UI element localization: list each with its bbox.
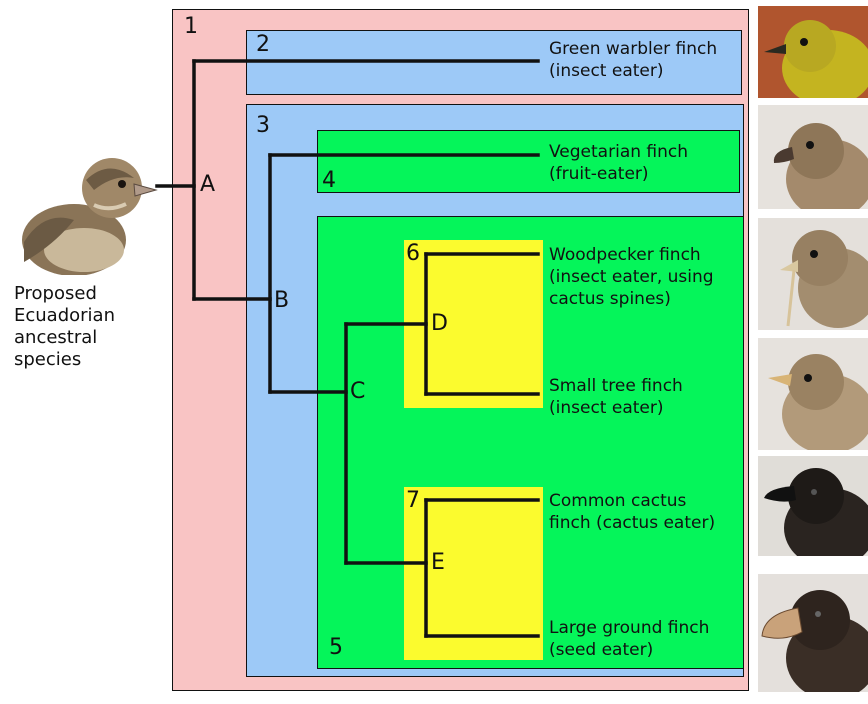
leaf-label-green-warbler: Green warbler finch(insect eater)	[549, 39, 718, 81]
clade-number-1: 1	[184, 14, 198, 39]
ancestor-label: Proposed Ecuadorian ancestral species	[14, 283, 115, 370]
clade-number-3: 3	[256, 113, 270, 138]
clade-number-7: 7	[406, 488, 420, 513]
leaf-label-large-ground: Large ground finch(seed eater)	[549, 618, 710, 660]
node-label-e: E	[431, 550, 445, 575]
vegetarian-finch-photo-icon	[758, 105, 868, 209]
woodpecker-finch-photo-icon	[758, 218, 868, 330]
node-label-c: C	[350, 379, 366, 404]
clade-number-5: 5	[329, 635, 343, 660]
node-label-b: B	[274, 288, 290, 313]
clade-number-4: 4	[322, 168, 336, 193]
large-ground-finch-photo-icon	[758, 574, 868, 692]
node-label-d: D	[431, 311, 448, 336]
ancestor-finch-illustration-icon	[22, 158, 158, 275]
clade-number-6: 6	[406, 241, 420, 266]
clade-box-4	[317, 130, 740, 193]
common-cactus-finch-photo-icon	[758, 456, 868, 556]
leaf-label-vegetarian: Vegetarian finch(fruit-eater)	[549, 142, 689, 184]
small-tree-finch-photo-icon	[758, 338, 868, 450]
clade-number-2: 2	[256, 32, 270, 57]
node-label-a: A	[200, 172, 216, 197]
green-warbler-finch-photo-icon	[758, 6, 868, 98]
leaf-label-small-tree: Small tree finch(insect eater)	[549, 376, 683, 418]
